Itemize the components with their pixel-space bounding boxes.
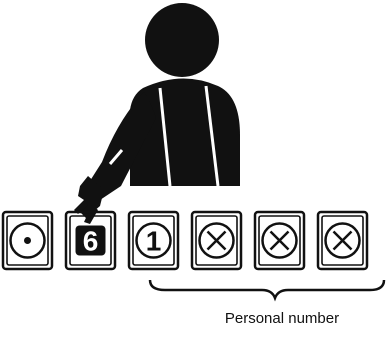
key-digit: 6 [83, 226, 99, 257]
key-cross-3 [192, 212, 241, 269]
key-digit: 1 [146, 226, 162, 257]
cross-icon [334, 232, 352, 250]
dot-icon [24, 237, 31, 244]
key-cross-5 [318, 212, 367, 269]
cross-icon [271, 232, 289, 250]
key-1: 1 [129, 212, 178, 269]
key-cross-4 [255, 212, 304, 269]
person-pressing-icon [74, 3, 240, 224]
personal-number-caption: Personal number [182, 310, 382, 327]
cross-icon [208, 232, 226, 250]
key-dot-0 [3, 212, 52, 269]
personal-number-bracket [150, 280, 384, 298]
